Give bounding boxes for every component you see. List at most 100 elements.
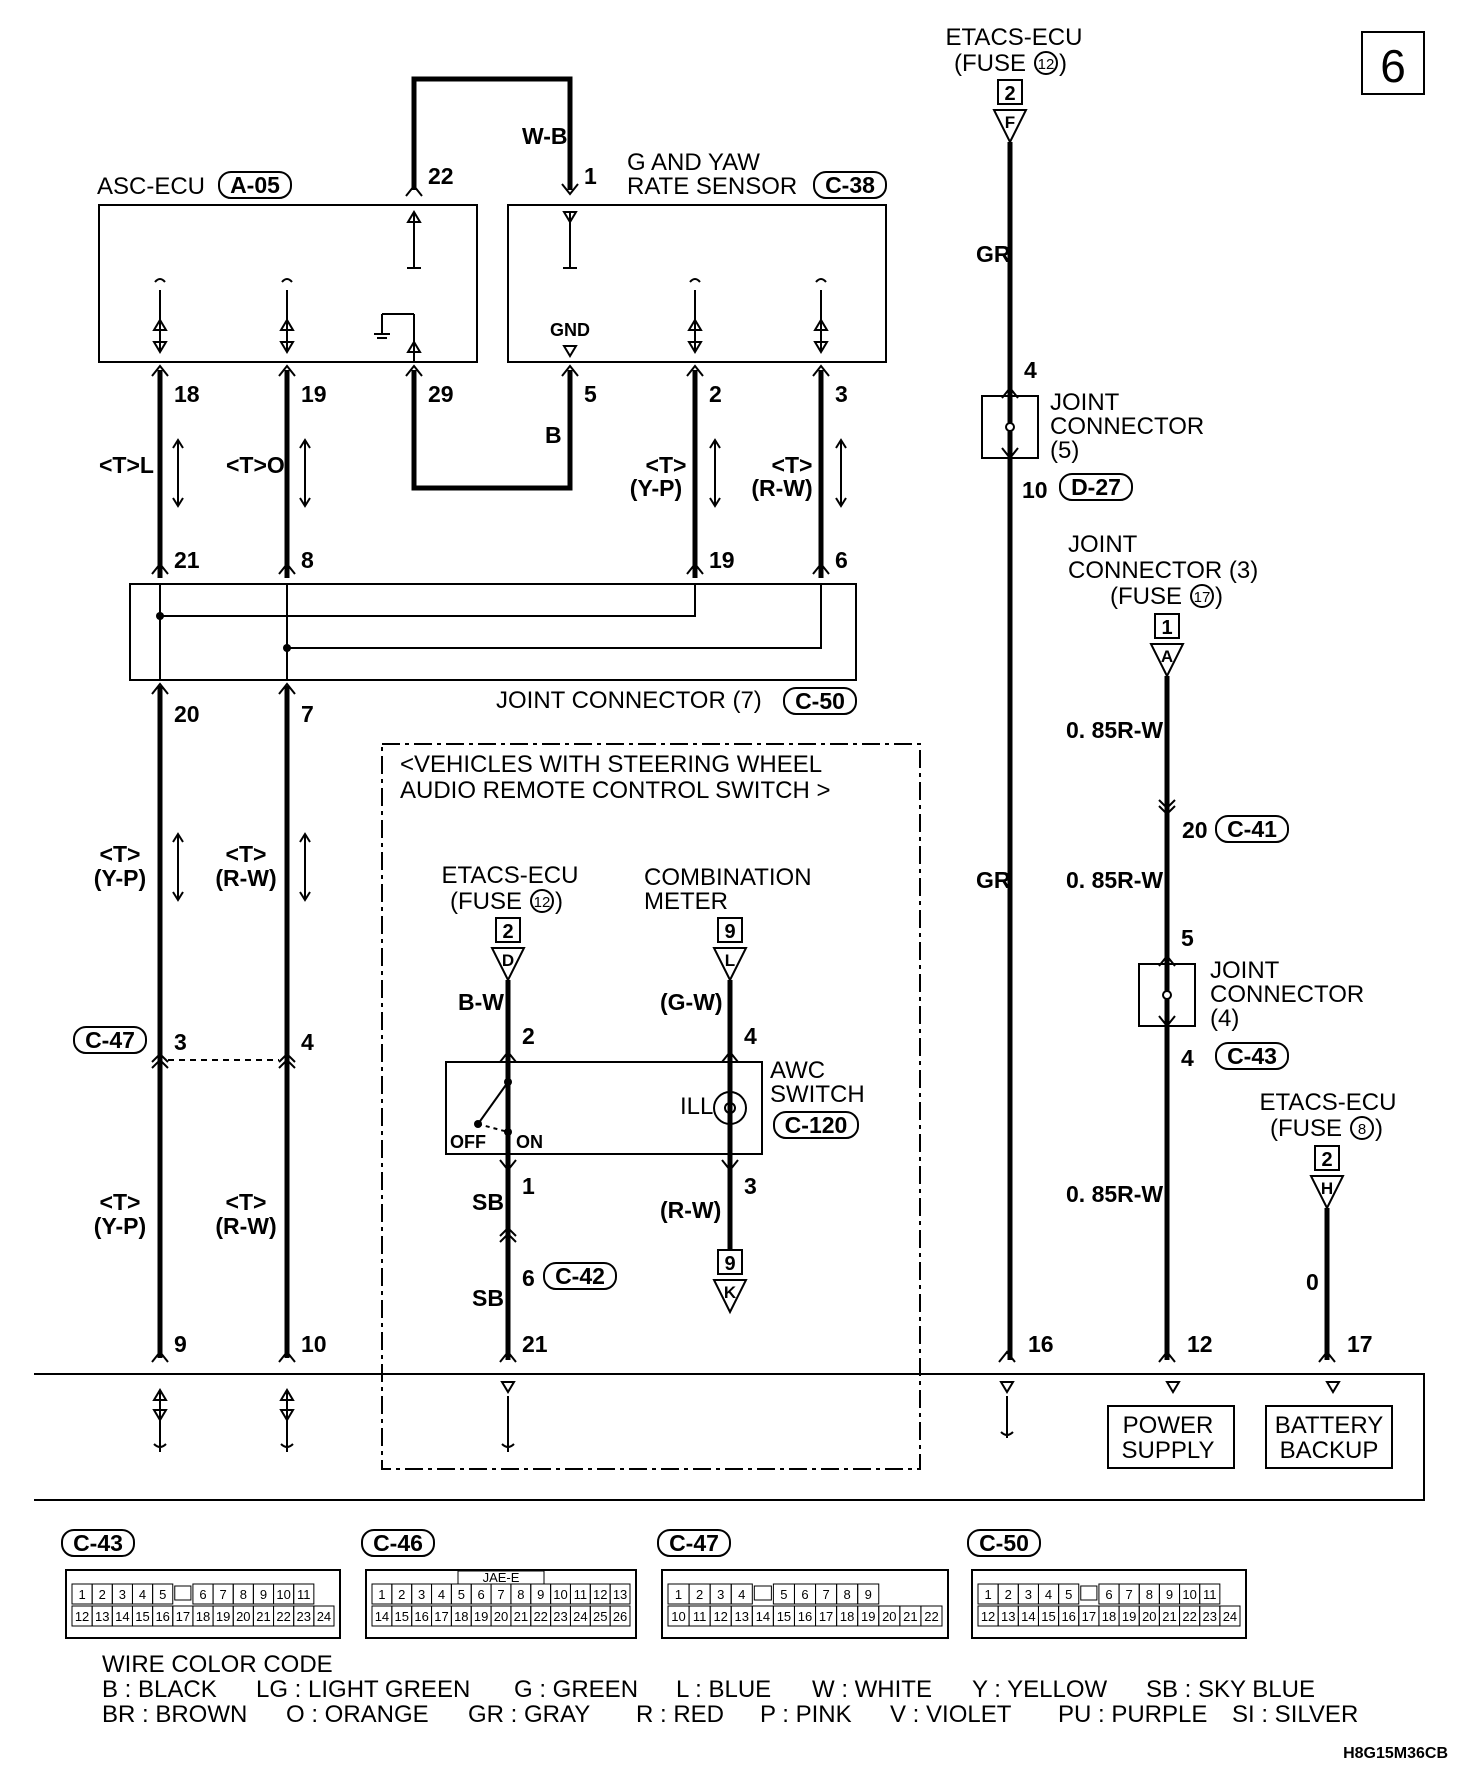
lower-t-2: <T>	[226, 841, 267, 867]
awc-sb-1: SB	[472, 1189, 504, 1215]
bottom-pin-16: 16	[1028, 1331, 1054, 1357]
wire-label-rw: (R-W)	[751, 475, 812, 501]
awc-pin-6: 6	[522, 1265, 535, 1291]
connector-pin-label: 7	[822, 1587, 829, 1602]
legend-entry: GR : GRAY	[468, 1701, 590, 1728]
connector-view-label: C-50	[979, 1530, 1029, 1556]
connector-pin-label: 21	[1162, 1609, 1176, 1624]
connector-pin-label: 3	[1025, 1587, 1032, 1602]
awc-name-2: SWITCH	[770, 1081, 865, 1108]
connector-pin-label: 8	[844, 1587, 851, 1602]
j4-pin-5: 5	[1181, 925, 1194, 951]
inner-etacs-fuse-text: (FUSE	[450, 888, 522, 915]
connector-pin-label: 1	[984, 1587, 991, 1602]
connector-pin-label: 15	[395, 1609, 409, 1624]
legend-entry: G : GREEN	[514, 1676, 638, 1703]
connector-pin-label: 10	[553, 1587, 567, 1602]
connector-pin-label: 14	[1021, 1609, 1035, 1624]
connector-pin-label: 23	[553, 1609, 567, 1624]
lower-rw-2: (R-W)	[215, 1213, 276, 1239]
wire-label-yp: (Y-P)	[630, 475, 682, 501]
connector-pin-label: 18	[454, 1609, 468, 1624]
connector-pin-label: 8	[517, 1587, 524, 1602]
connector-pin-label: 13	[95, 1609, 109, 1624]
wire-label-left-l: <T>L	[99, 452, 154, 478]
connector-pin-label: 17	[434, 1609, 448, 1624]
connector-pin-label: 2	[99, 1587, 106, 1602]
wire-label-mid-o: <T>O	[226, 452, 285, 478]
yaw-pin-2: 2	[709, 381, 722, 407]
connector-pin-label: 15	[777, 1609, 791, 1624]
j5-connector: D-27	[1071, 474, 1121, 500]
asc-pin-19: 19	[301, 381, 327, 407]
bottom-pin-9: 9	[174, 1331, 187, 1357]
wire-label-w-b: W-B	[522, 123, 568, 149]
inner-etacs-letter: D	[502, 951, 514, 970]
j5-name-1: JOINT	[1050, 389, 1120, 416]
j7-pin-20: 20	[174, 701, 200, 727]
combo-meter-name-1: COMBINATION	[644, 864, 812, 891]
legend-entry: O : ORANGE	[286, 1701, 429, 1728]
connector-pin-label: 1	[78, 1587, 85, 1602]
yaw-pin-3: 3	[835, 381, 848, 407]
etacs-fuse8: ETACS-ECU (FUSE 8 ) 2 H 0	[1260, 1089, 1397, 1295]
connector-pin-label: 13	[1001, 1609, 1015, 1624]
connector-pin-label: 3	[119, 1587, 126, 1602]
j7-pin-21: 21	[174, 547, 200, 573]
j7-pin-7: 7	[301, 701, 314, 727]
rw-c41: C-41	[1227, 816, 1277, 842]
combo-meter-terminal: 9	[724, 921, 735, 943]
j4-name-3: (4)	[1210, 1005, 1239, 1032]
legend-entry: W : WHITE	[812, 1676, 932, 1703]
connector-pin-label: 24	[573, 1609, 587, 1624]
legend-entry: PU : PURPLE	[1058, 1701, 1207, 1728]
connector-pin-label: 3	[418, 1587, 425, 1602]
wire-label-yp-t: <T>	[646, 452, 687, 478]
yaw-sensor-connector-badge	[813, 171, 887, 199]
connector-pin-label: 14	[756, 1609, 770, 1624]
inner-etacs-fuse-num: 12	[534, 894, 551, 911]
connector-pin-label: 13	[613, 1587, 627, 1602]
connector-pin-label: 3	[717, 1587, 724, 1602]
connector-pin-label: 11	[693, 1609, 707, 1624]
asc-ecu-connector-badge	[218, 171, 292, 199]
connector-pin-label: 10	[671, 1609, 685, 1624]
c47-pin-3: 3	[174, 1029, 187, 1055]
legend-entry: SI : SILVER	[1232, 1701, 1358, 1728]
connector-pin-label: 7	[1126, 1587, 1133, 1602]
connector-pin-label: 1	[378, 1587, 385, 1602]
j4-name-2: CONNECTOR	[1210, 981, 1364, 1008]
etacs-top-fuse-text: (FUSE	[954, 50, 1026, 77]
connector-pin-label: 16	[1061, 1609, 1075, 1624]
power-supply-1: POWER	[1123, 1412, 1214, 1439]
connector-pin-label: 20	[882, 1609, 896, 1624]
lower-yp-2: (Y-P)	[94, 1213, 146, 1239]
battery-backup-box	[1265, 1405, 1393, 1469]
etacs-top-fuse-num: 12	[1038, 56, 1055, 73]
connector-pin-label: 25	[593, 1609, 607, 1624]
yaw-sensor-connector: C-38	[825, 172, 875, 198]
bottom-ecu-box	[34, 1373, 1425, 1501]
connector-pin-label: 7	[220, 1587, 227, 1602]
combo-meter-wire: (G-W)	[660, 989, 723, 1015]
j4-pin-4: 4	[1181, 1045, 1194, 1071]
wire-w-b-loop	[411, 76, 573, 190]
connector-tag: JAE-E	[483, 1570, 520, 1585]
lower-t-3: <T>	[100, 1189, 141, 1215]
connector-pin-label: 18	[1102, 1609, 1116, 1624]
wire-label-rw-t: <T>	[772, 452, 813, 478]
connector-pin-label: 21	[256, 1609, 270, 1624]
j3-paren: )	[1215, 583, 1223, 610]
bottom-pin-21: 21	[522, 1331, 548, 1357]
lower-t-1: <T>	[100, 841, 141, 867]
connector-pin-label: 10	[1182, 1587, 1196, 1602]
wire-b-loop	[411, 370, 573, 491]
legend-entry: L : BLUE	[676, 1676, 771, 1703]
connector-pin-label: 18	[196, 1609, 210, 1624]
connector-pin-label: 19	[861, 1609, 875, 1624]
lower-yp-1: (Y-P)	[94, 865, 146, 891]
